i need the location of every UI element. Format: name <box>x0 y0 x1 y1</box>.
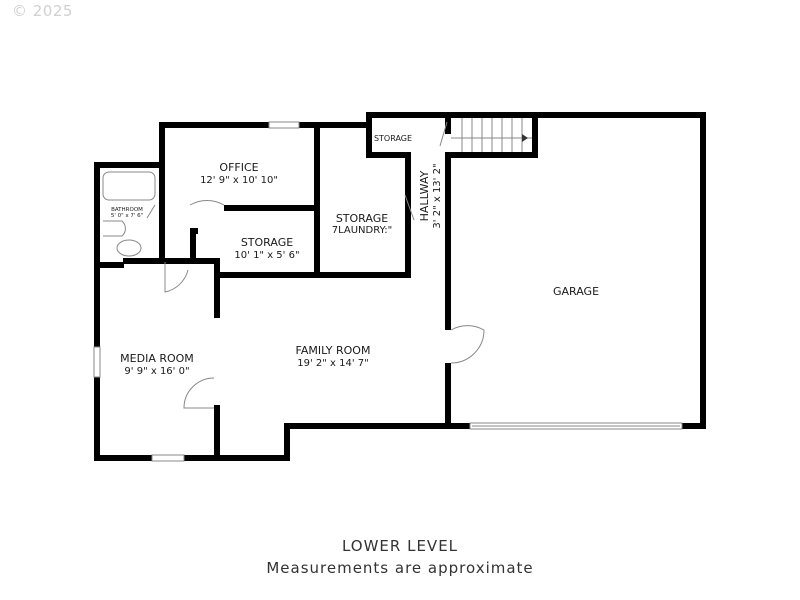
garage-label: GARAGE <box>553 285 599 298</box>
stair-arrow <box>522 134 528 142</box>
family-room-label: FAMILY ROOM <box>296 344 371 357</box>
hallway-label: HALLWAY <box>418 170 431 221</box>
media-room-label: MEDIA ROOM <box>120 352 194 365</box>
storage-laundry-label: STORAGE <box>336 212 388 225</box>
bathroom-label: BATHROOM <box>111 207 143 213</box>
media-room-dims: 9' 9" x 16' 0" <box>124 366 189 377</box>
family-room-dims: 19' 2" x 14' 7" <box>297 358 369 369</box>
office-dims: 12' 9" x 10' 10" <box>200 175 278 186</box>
laundry-label: 7LAUNDRY:" <box>332 225 393 236</box>
door-media-top <box>164 262 189 293</box>
walls <box>94 112 706 461</box>
fixtures <box>93 118 683 462</box>
storage-dims: 10' 1" x 5' 6" <box>234 250 299 261</box>
storage-top-label: STORAGE <box>374 134 412 143</box>
measurement-note: Measurements are approximate <box>266 559 534 577</box>
storage-label: STORAGE <box>241 236 293 249</box>
office-label: OFFICE <box>219 161 258 174</box>
door-media-side <box>183 377 215 409</box>
copyright-notice: © 2025 <box>12 2 73 20</box>
hallway-dims: 3' 2" x 13' 2" <box>432 163 443 228</box>
staircase <box>451 118 532 152</box>
bathroom-dims: 5' 0" x 7' 6" <box>111 213 143 219</box>
floor-title: LOWER LEVEL <box>341 537 459 555</box>
door-garage <box>450 325 485 364</box>
door-office <box>189 199 225 206</box>
